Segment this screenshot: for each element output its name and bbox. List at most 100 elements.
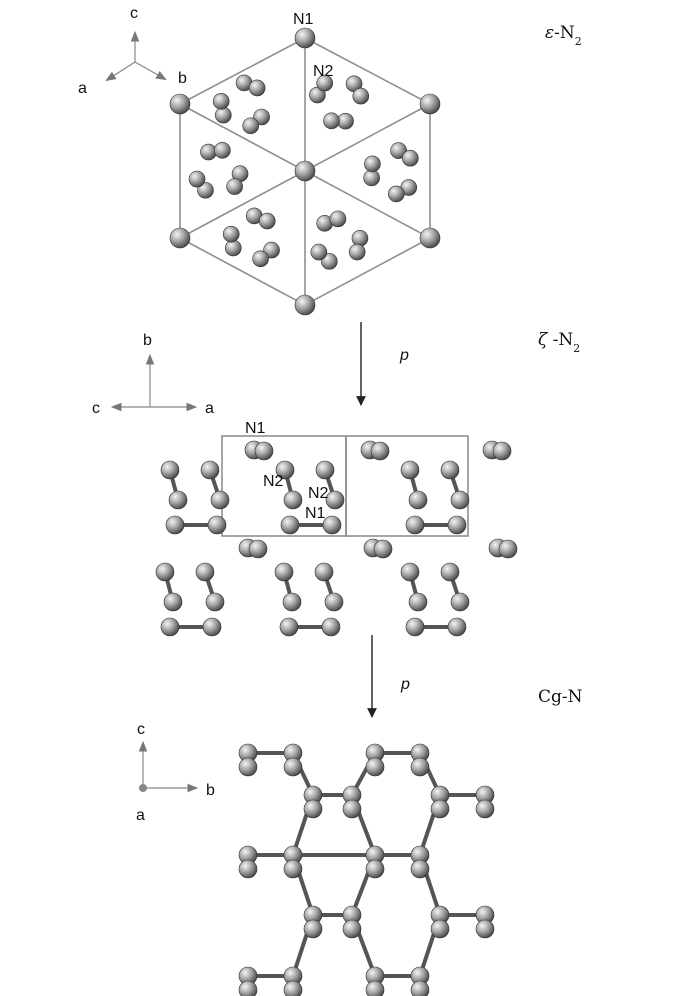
n1-atom	[419, 227, 441, 249]
n2-molecule-atom	[387, 185, 405, 203]
n2-molecule-atom	[215, 106, 232, 124]
nitrogen-atom	[475, 919, 495, 939]
n2-molecule-atom	[283, 490, 303, 510]
zeta-site-n2-left-label: N2	[263, 473, 284, 490]
n2-molecule-atom	[405, 515, 425, 535]
axis-a-label: a	[136, 807, 145, 824]
nitrogen-atom	[283, 757, 303, 777]
n2-molecule-atom	[280, 515, 300, 535]
n2-molecule-atom	[226, 178, 243, 195]
n1-atom	[492, 441, 512, 461]
n2-molecule-atom	[212, 92, 230, 110]
axis-c-label: c	[130, 5, 138, 22]
n2-molecule-atom	[321, 253, 338, 270]
n1-atom	[169, 93, 191, 115]
axis-b-label: b	[206, 782, 215, 799]
cgn-atoms	[238, 743, 495, 996]
axis-c-label: c	[137, 721, 145, 738]
nitrogen-atom	[303, 919, 323, 939]
zeta-site-n2-right-label: N2	[308, 485, 329, 502]
zeta-unit-cell	[221, 435, 469, 537]
nitrogen-atom	[365, 980, 385, 996]
n2-molecule-atom	[210, 490, 230, 510]
n2-molecule-atom	[316, 74, 334, 92]
n2-molecule-atom	[242, 117, 259, 135]
n1-atom	[248, 539, 268, 559]
n2-molecule-atom	[402, 149, 419, 167]
n2-molecule-atom	[337, 112, 354, 130]
axis-a-label: a	[78, 80, 87, 97]
n2-molecule-atom	[363, 169, 380, 187]
zeta-site-n1-bottom-label: N1	[305, 505, 326, 522]
epsilon-axis-triad: c a b	[78, 5, 187, 97]
nitrogen-atom	[365, 757, 385, 777]
zeta-site-n1-top-label: N1	[245, 420, 266, 437]
n2-molecule-atom	[329, 210, 347, 228]
nitrogen-atom	[410, 757, 430, 777]
n2-molecule-atom	[325, 490, 345, 510]
n2-molecule-atom	[202, 617, 222, 637]
pressure-label-2: p	[400, 676, 410, 693]
n2-molecule-atom	[405, 617, 425, 637]
n2-molecule-atom	[314, 562, 334, 582]
cgn-axis-triad: c b a	[136, 721, 215, 824]
epsilon-site-n2-label: N2	[313, 63, 334, 80]
n2-molecule-atom	[348, 243, 366, 261]
zeta-panel: b c a N1 N2 N2 N1 ζ -N2	[92, 330, 580, 637]
n2-molecule-atom	[252, 250, 269, 268]
n2-molecule-atom	[282, 592, 302, 612]
n2-molecule-atom	[400, 562, 420, 582]
n1-atom	[294, 294, 316, 316]
n2-molecule-atom	[447, 617, 467, 637]
axis-b-label: b	[143, 332, 152, 349]
n2-molecule-atom	[165, 515, 185, 535]
n1-atom	[294, 27, 316, 49]
n2-molecule-atom	[323, 112, 340, 130]
n2-molecule-atom	[322, 515, 342, 535]
n1-atom	[498, 539, 518, 559]
n1-atom	[169, 227, 191, 249]
n2-molecule-atom	[352, 87, 370, 105]
epsilon-atoms	[169, 27, 441, 316]
cgn-panel: c b a Cg-N	[136, 687, 583, 996]
n2-molecule-atom	[200, 460, 220, 480]
nitrogen-atom	[283, 859, 303, 879]
n2-molecule-atom	[310, 243, 328, 261]
nitrogen-atom	[342, 919, 362, 939]
epsilon-site-n1-label: N1	[293, 11, 314, 28]
n2-molecule-atom	[155, 562, 175, 582]
nitrogen-atom	[342, 799, 362, 819]
nitrogen-atom	[303, 799, 323, 819]
n2-molecule-atom	[205, 592, 225, 612]
n2-molecule-atom	[408, 592, 428, 612]
n1-atom	[370, 441, 390, 461]
n2-molecule-atom	[163, 592, 183, 612]
n2-molecule-atom	[160, 460, 180, 480]
n2-molecule-atom	[207, 515, 227, 535]
n2-molecule-atom	[315, 460, 335, 480]
epsilon-panel: c a b N1 N2 ε-N2	[78, 5, 582, 316]
n2-molecule-atom	[188, 170, 206, 188]
n2-molecule-atom	[450, 490, 470, 510]
n2-molecule-atom	[222, 225, 240, 243]
n2-molecule-atom	[324, 592, 344, 612]
n1-atom	[373, 539, 393, 559]
nitrogen-atom	[238, 980, 258, 996]
n2-molecule-atom	[274, 562, 294, 582]
axis-a-label: a	[205, 400, 214, 417]
axis-c-label: c	[92, 400, 100, 417]
n2-molecule-atom	[214, 141, 231, 159]
n2-molecule-atom	[195, 562, 215, 582]
transition-arrow-2: p	[367, 635, 410, 718]
nitrogen-atom	[365, 859, 385, 879]
n2-molecule-atom	[263, 241, 280, 259]
nitrogen-atom	[475, 799, 495, 819]
pressure-label-1: p	[399, 347, 409, 364]
n1-atom	[254, 441, 274, 461]
nitrogen-atom	[238, 859, 258, 879]
n2-molecule-atom	[351, 230, 369, 247]
n2-molecule-atom	[440, 460, 460, 480]
n2-molecule-atom	[275, 460, 295, 480]
zeta-atoms	[155, 440, 518, 637]
